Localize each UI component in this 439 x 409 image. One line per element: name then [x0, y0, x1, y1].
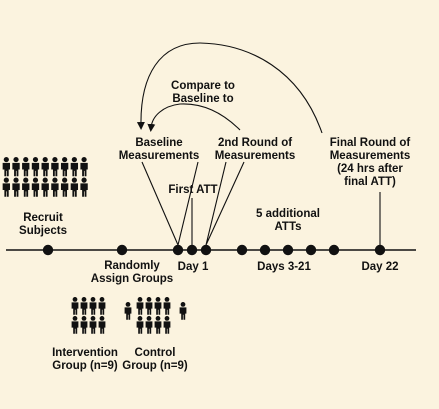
first-att-label: First ATT [168, 184, 218, 196]
dot-second-round [200, 244, 212, 256]
connector-lines [141, 161, 381, 246]
dot-randomize [116, 244, 128, 256]
baseline-label: Baseline Measurements [118, 137, 200, 162]
day22-label: Day 22 [361, 261, 399, 273]
dot-final [374, 244, 386, 256]
second-round-connector [205, 161, 245, 246]
dot-att-2 [259, 244, 271, 256]
control-group-icon [124, 297, 171, 334]
compare-arc-final [136, 42, 323, 134]
baseline-connector [141, 161, 199, 246]
randomly-assign-label: Randomly Assign Groups [90, 260, 174, 285]
second-round-label: 2nd Round of Measurements [214, 137, 296, 162]
dot-att-5 [328, 244, 340, 256]
dot-att-3 [282, 244, 294, 256]
timeline-dots [42, 244, 386, 256]
comparison-arcs [136, 42, 323, 134]
dot-baseline [172, 244, 184, 256]
dot-att-1 [236, 244, 248, 256]
recruit-crowd-icon [2, 157, 88, 197]
recruit-label: Recruit Subjects [19, 212, 67, 237]
compare-arc-second [147, 103, 241, 132]
additional-atts-label: 5 additional ATTs [256, 208, 320, 233]
final-round-label: Final Round of Measurements (24 hrs afte… [329, 137, 411, 188]
control-label: Control Group (n=9) [122, 347, 188, 372]
dot-first-att [186, 244, 198, 256]
dot-recruit [42, 244, 54, 256]
compare-label: Compare to Baseline to [171, 80, 235, 105]
days-3-21-label: Days 3-21 [257, 261, 311, 273]
intervention-label: Intervention Group (n=9) [52, 347, 118, 372]
day1-label: Day 1 [177, 261, 209, 273]
dot-att-4 [305, 244, 317, 256]
